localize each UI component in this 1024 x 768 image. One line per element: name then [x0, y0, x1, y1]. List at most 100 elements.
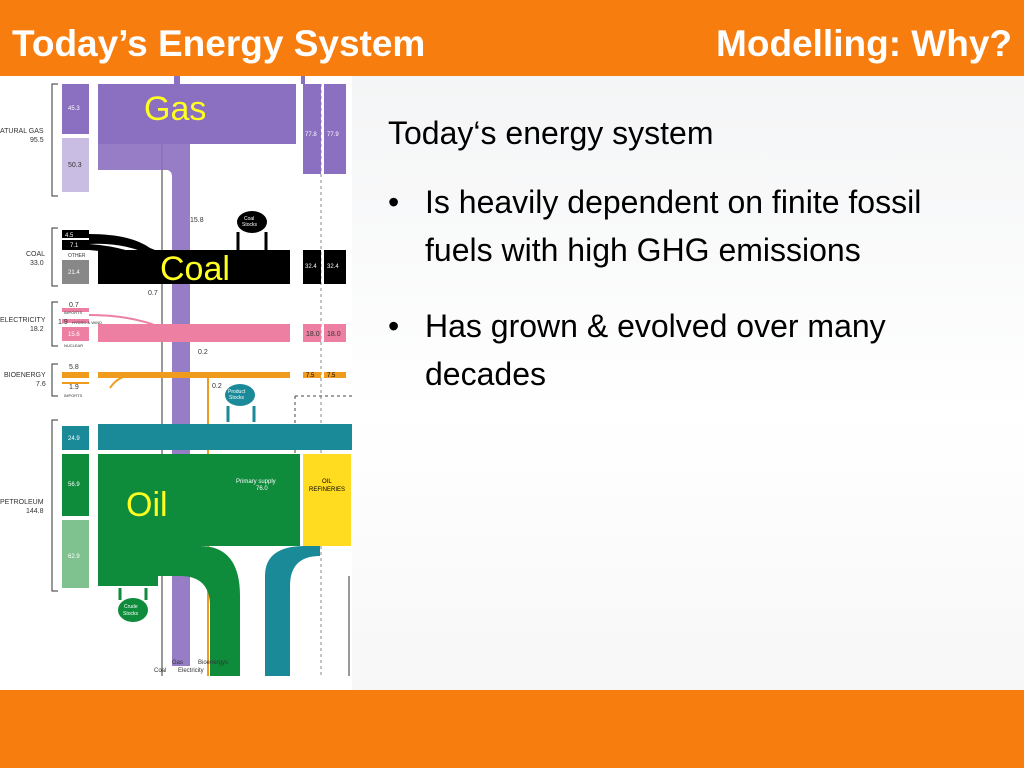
bioenergy-flow-import: [109, 375, 131, 389]
electricity-sublabel-nuclear: NUCLEAR: [64, 343, 83, 348]
coal-source-bar-3: [62, 260, 89, 284]
natural-gas-label: ATURAL GAS: [0, 128, 44, 135]
coal-stocks-label-1: Coal: [244, 216, 254, 222]
electricity-flow-1: [89, 314, 160, 328]
primary-supply-label: Primary supply: [236, 479, 276, 485]
petroleum-value-2: 56.9: [68, 482, 80, 488]
petroleum-label: PETROLEUM: [0, 499, 44, 506]
bracket-coal: [51, 227, 58, 287]
coal-stocks-label-2: Stocks: [242, 222, 258, 228]
bullet-text: Has grown & evolved over many decades: [425, 308, 886, 392]
coal-label: COAL: [26, 251, 45, 258]
bottom-value-teal: 32.7: [300, 658, 312, 664]
petroleum-value-1: 24.9: [68, 436, 80, 442]
slide-section-title: Modelling: Why?: [716, 23, 1012, 64]
bracket-petroleum: [51, 419, 58, 592]
petroleum-green-out: [98, 546, 240, 676]
slide-background: [352, 76, 1024, 690]
refineries-label-2: REFINERIES: [309, 487, 345, 493]
coal-source-bar-1: [62, 230, 89, 238]
electricity-output-value-2: 18.0: [327, 331, 341, 338]
gas-flow-down: [98, 144, 190, 666]
petroleum-source-bar-2: [62, 454, 89, 516]
bioenergy-source-bar-2: [62, 382, 89, 384]
gas-output-value-2: 77.9: [327, 132, 339, 138]
coal-source-bar-2: [62, 240, 89, 250]
oil-overlay-label: Oil: [126, 486, 168, 524]
flow-value-electricity: 0.2: [198, 349, 208, 356]
oil-refineries-box: [303, 454, 351, 546]
product-stocks-label-2: Stocks: [229, 395, 245, 401]
electricity-source-bar-1: [62, 308, 89, 312]
petroleum-green-base: [98, 576, 158, 586]
bioenergy-value-2: 1.9: [69, 384, 79, 391]
bullet-item: • Has grown & evolved over many decades: [388, 302, 925, 398]
bullet-text: Is heavily dependent on finite fossil fu…: [425, 184, 922, 268]
coal-stocks-node: [237, 211, 267, 233]
electricity-output-bar-1: [303, 324, 321, 342]
title-bar: Today’s Energy System Modelling: Why?: [0, 0, 1024, 76]
petroleum-source-bar-3: [62, 520, 89, 588]
natural-gas-total: 95.5: [30, 137, 44, 144]
coal-value-3: 21.4: [68, 270, 80, 276]
electricity-value-3: 15.6: [68, 332, 80, 338]
coal-total: 33.0: [30, 260, 44, 267]
primary-supply-value: 76.0: [256, 486, 268, 492]
bracket-electricity: [51, 301, 58, 347]
gas-top-link-right: [301, 76, 305, 84]
electricity-output-value-1: 18.0: [306, 331, 320, 338]
bracket-bioenergy: [51, 363, 58, 397]
electricity-output-bar-2: [324, 324, 346, 342]
petroleum-value-3: 62.9: [68, 554, 80, 560]
product-stocks-node: [225, 384, 255, 406]
petroleum-green-band: [98, 454, 300, 544]
petroleum-source-bar-1: [62, 426, 89, 450]
petroleum-total: 144.8: [26, 508, 44, 515]
bioenergy-sublabel-imports: IMPORTS: [64, 393, 82, 398]
bioenergy-source-bar-1: [62, 372, 89, 378]
gas-overlay-label: Gas: [144, 90, 206, 128]
gas-value-1: 45.3: [68, 106, 80, 112]
electricity-flow-band: [98, 324, 290, 342]
gas-output-bar-1: [303, 84, 321, 174]
bottom-value-oil: 36.9: [248, 658, 260, 664]
electricity-total: 18.2: [30, 326, 44, 333]
bioenergy-output-bar-2: [324, 372, 346, 378]
gas-value-2: 50.3: [68, 162, 82, 169]
electricity-sublabel-imports: IMPORTS: [64, 310, 82, 315]
bioenergy-output-value-1: 7.5: [306, 373, 315, 379]
gas-source-bar-2: [62, 138, 89, 192]
bottom-label-coal: Coal: [154, 668, 166, 674]
bottom-label-gas: Gas: [172, 660, 183, 666]
bullet-list: • Is heavily dependent on finite fossil …: [388, 178, 1008, 398]
gas-top-link: [174, 76, 180, 84]
bottom-label-bioenergys: Bioenergys: [198, 660, 228, 666]
gas-output-bar-2: [324, 84, 346, 174]
bottom-label-electricity: Electricity: [178, 668, 204, 674]
coal-value-1: 4.5: [65, 233, 74, 239]
bioenergy-label: BIOENERGY: [4, 372, 46, 379]
coal-flow-band: [98, 250, 290, 284]
bioenergy-output-value-2: 7.5: [327, 373, 336, 379]
crude-stocks-label-2: Stocks: [123, 611, 139, 617]
bullet-marker: •: [388, 184, 400, 220]
petroleum-teal-band: [98, 424, 352, 450]
electricity-source-bar-3: [62, 327, 89, 341]
bullet-marker: •: [388, 308, 400, 344]
refineries-label-1: OIL: [322, 479, 332, 485]
flow-value-coal: 0.7: [148, 290, 158, 297]
gas-flow-band: [98, 84, 296, 144]
coal-sublabel-other: OTHER: [68, 253, 86, 259]
slide-title: Today’s Energy System: [12, 23, 426, 64]
body-heading: Today‘s energy system: [388, 115, 714, 151]
electricity-sublabel-hydro: HYDRO & WIND: [72, 320, 102, 325]
bioenergy-output-bar-1: [303, 372, 321, 378]
coal-sublabel-deep: DEEP MINED: [73, 233, 98, 238]
coal-output-bar-1: [303, 250, 321, 284]
electricity-value-2: 1.9: [58, 319, 68, 326]
crude-stocks-label-1: Crude: [124, 604, 138, 610]
coal-output-bar-2: [324, 250, 346, 284]
crude-stocks-node: [118, 598, 148, 622]
bioenergy-value-1: 5.8: [69, 364, 79, 371]
bullet-item: • Is heavily dependent on finite fossil …: [388, 178, 925, 274]
